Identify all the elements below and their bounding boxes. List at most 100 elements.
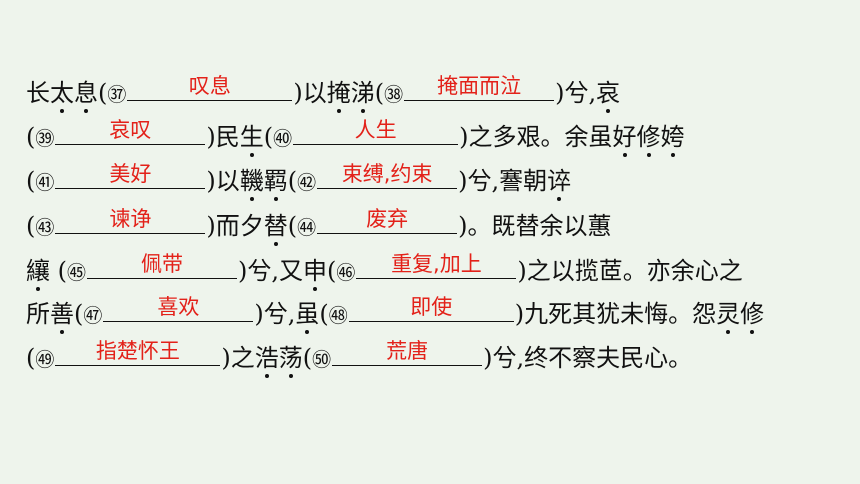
answer-text: 佩带: [141, 252, 184, 276]
passage-text: (: [26, 344, 36, 372]
emphasized-char: 谇: [547, 167, 572, 195]
passage-text: )兮,终不察夫民心。: [483, 344, 693, 372]
passage-text: )。既替余以蕙: [458, 212, 612, 240]
answer-blank: 佩带: [87, 250, 238, 279]
answer-blank: 哀叹: [55, 116, 206, 145]
passage-text: (: [302, 344, 313, 372]
answer-text: 谏诤: [109, 207, 152, 231]
emphasized-char: 荡: [278, 344, 303, 372]
blank-number: ㊾: [35, 349, 55, 371]
blank-number: ㊶: [35, 172, 55, 194]
blank-number: ㊹: [297, 217, 317, 239]
emphasized-char: 善: [50, 300, 74, 328]
passage-text: 所: [26, 300, 50, 328]
emphasized-char: 太: [50, 79, 74, 107]
blank-number: ㊵: [273, 128, 293, 150]
passage-text: )之多艰。余虽: [459, 123, 613, 151]
emphasized-char: 生: [239, 123, 264, 151]
emphasized-char: 羁: [263, 167, 288, 195]
blank-number: ㊺: [67, 262, 87, 284]
answer-text: 荒唐: [386, 339, 429, 363]
passage-text: )兮,: [254, 300, 296, 328]
passage-text: )之: [221, 344, 255, 372]
passage-text: (: [26, 167, 36, 195]
answer-text: 指楚怀王: [95, 339, 180, 363]
answer-blank: 重复,加上: [356, 250, 517, 279]
blank-number: ㊻: [336, 262, 356, 284]
answer-blank: 叹息: [127, 72, 293, 101]
passage-text: (: [26, 212, 36, 240]
passage-text: )以: [293, 79, 327, 107]
answer-text: 掩面而泣: [437, 74, 522, 98]
passage-text: (: [50, 257, 67, 285]
emphasized-char: 哀: [596, 79, 621, 107]
emphasized-char: 纕: [26, 257, 50, 285]
answer-blank: 指楚怀王: [55, 337, 221, 366]
passage-text: (: [319, 300, 329, 328]
passage-text: )而夕: [206, 212, 264, 240]
emphasized-char: 掩: [326, 79, 351, 107]
answer-text: 叹息: [188, 74, 231, 98]
answer-text: 美好: [109, 162, 152, 186]
blank-number: ㊼: [83, 305, 103, 327]
blank-number: ㊴: [35, 128, 55, 150]
blank-number: ㊿: [312, 349, 332, 371]
blank-number: ㊽: [328, 305, 348, 327]
answer-blank: 掩面而泣: [404, 72, 555, 101]
blank-number: ㊸: [35, 217, 55, 239]
blank-number: ㊳: [384, 84, 404, 106]
emphasized-char: 息: [74, 79, 98, 107]
answer-text: 人生: [354, 118, 397, 142]
passage-text: )九死其犹未悔。怨: [514, 300, 717, 328]
passage-text: (: [327, 257, 337, 285]
answer-blank: 废弃: [317, 205, 458, 234]
answer-blank: 即使: [348, 293, 514, 322]
emphasized-char: 鞿: [239, 167, 264, 195]
passage-text: )民: [206, 123, 240, 151]
passage-text: 长: [26, 79, 50, 107]
passage-text: (: [26, 123, 36, 151]
answer-blank: 喜欢: [103, 293, 254, 322]
answer-blank: 荒唐: [332, 337, 483, 366]
answer-text: 喜欢: [157, 295, 200, 319]
passage-text: )之以揽茝。亦余心之: [517, 257, 743, 285]
answer-blank: 束缚,约束: [317, 160, 458, 189]
emphasized-char: 修: [636, 123, 661, 151]
answer-text: 哀叹: [109, 118, 152, 142]
emphasized-char: 替: [263, 212, 288, 240]
emphasized-char: 涕: [350, 79, 375, 107]
emphasized-char: 浩: [254, 344, 279, 372]
passage-text: (: [287, 167, 298, 195]
passage-text: (: [74, 300, 84, 328]
emphasized-char: 修: [740, 300, 765, 328]
blank-number: ㊷: [297, 172, 317, 194]
answer-blank: 谏诤: [55, 205, 206, 234]
passage-text: )兮,: [555, 79, 597, 107]
passage-text: )兮,謇朝: [458, 167, 548, 195]
answer-blank: 美好: [55, 160, 206, 189]
answer-text: 束缚,约束: [341, 162, 433, 186]
passage-text: (: [287, 212, 298, 240]
passage-text: (: [263, 123, 274, 151]
answer-text: 废弃: [366, 207, 409, 231]
answer-blank: 人生: [293, 116, 459, 145]
blank-number: ㊲: [107, 84, 127, 106]
emphasized-char: 好: [612, 123, 637, 151]
passage-text: (: [98, 79, 108, 107]
emphasized-char: 申: [303, 257, 328, 285]
emphasized-char: 虽: [295, 300, 320, 328]
emphasized-char: 姱: [660, 123, 685, 151]
answer-text: 重复,加上: [391, 252, 482, 276]
answer-text: 即使: [410, 295, 453, 319]
passage-text: )以: [206, 167, 240, 195]
emphasized-char: 灵: [716, 300, 741, 328]
passage-text: )兮,又: [238, 257, 304, 285]
passage-text: (: [374, 79, 385, 107]
